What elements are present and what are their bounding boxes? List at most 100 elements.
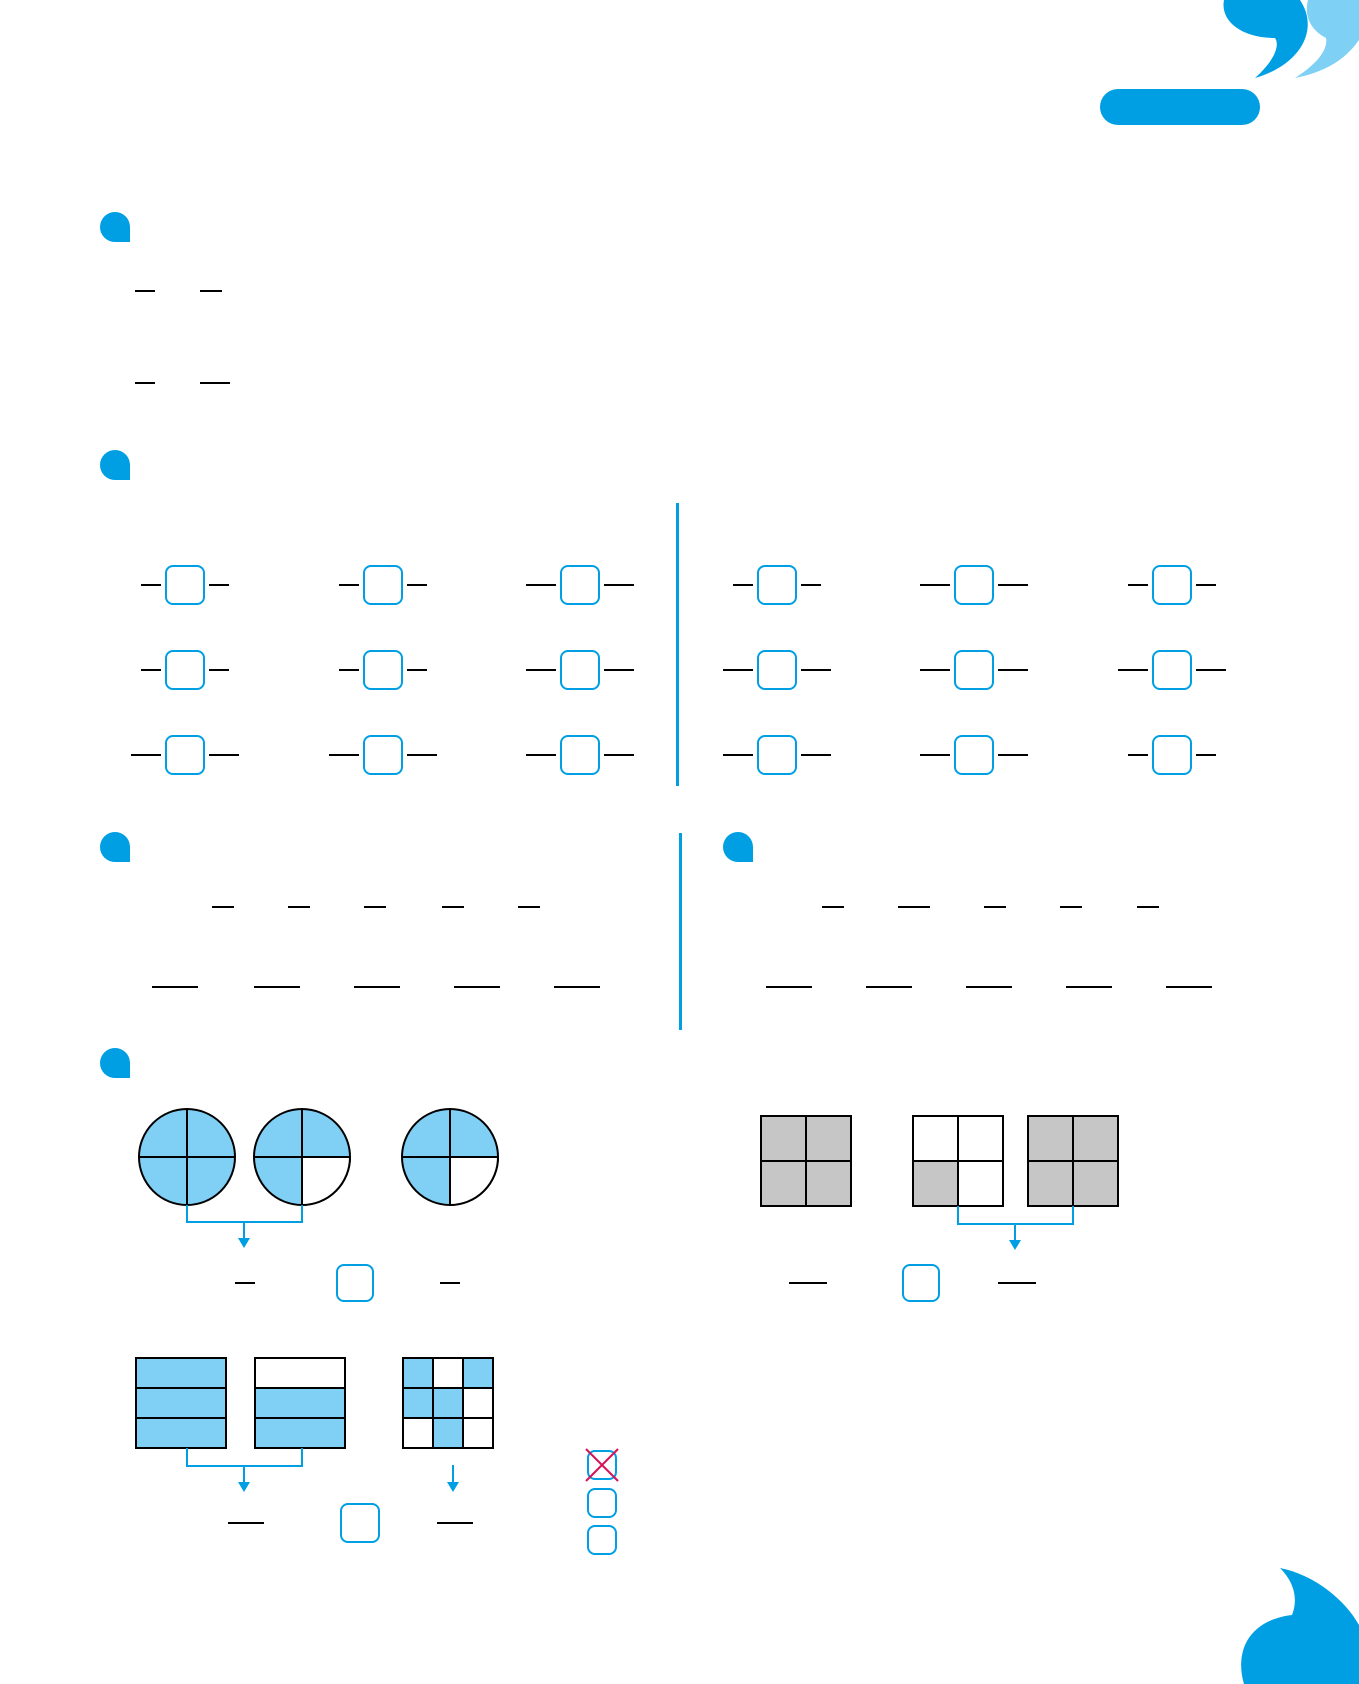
fraction-bar [518,906,540,908]
fraction-bar [998,669,1028,671]
answer-line[interactable] [789,1282,827,1284]
answer-line[interactable] [1166,986,1212,988]
fraction-bar [1128,754,1148,756]
compare-sign-box[interactable] [954,735,994,775]
fraction-bar [339,584,359,586]
striped-rects-figure [135,1357,494,1492]
compare-sign-box[interactable] [363,735,403,775]
fraction-bar [135,382,155,384]
rect-two-thirds [254,1357,346,1449]
compare-sign-box[interactable] [954,650,994,690]
compare-sign-box[interactable] [340,1503,380,1543]
quote-mark-icon [1241,1568,1359,1684]
compare-sign-box[interactable] [560,735,600,775]
fraction-bar [440,1282,460,1284]
choice-checkbox-3[interactable] [587,1525,617,1555]
compare-sign-box[interactable] [1152,650,1192,690]
section-bullet-3 [100,832,130,862]
answer-line[interactable] [454,986,500,988]
fraction-bar [1196,584,1216,586]
fraction-bar [141,669,161,671]
grid-five-ninths [402,1357,494,1449]
rect-whole [135,1357,227,1449]
compare-sign-box[interactable] [363,650,403,690]
fraction-bar [920,754,950,756]
fraction-bar [131,754,161,756]
answer-line[interactable] [554,986,600,988]
compare-sign-box[interactable] [560,650,600,690]
fraction-bar [984,906,1006,908]
choice-checkbox-2[interactable] [587,1488,617,1518]
answer-line[interactable] [437,1522,473,1524]
section-bullet-2 [100,450,130,480]
answer-line[interactable] [152,986,198,988]
square-whole [760,1115,852,1207]
compare-sign-box[interactable] [165,650,205,690]
section-bullet-5 [100,1048,130,1078]
header-pill [1100,89,1260,125]
square-whole [1027,1115,1119,1207]
fraction-bar [209,754,239,756]
section-divider [676,503,679,786]
fraction-bar [141,584,161,586]
fraction-bar [407,669,427,671]
fraction-bar [1128,584,1148,586]
quote-marks-icon [1223,0,1359,78]
answer-line[interactable] [766,986,812,988]
compare-sign-box[interactable] [560,565,600,605]
compare-sign-box[interactable] [902,1264,940,1302]
fraction-bar [998,754,1028,756]
fraction-bar [442,906,464,908]
compare-sign-box[interactable] [336,1264,374,1302]
crossed-checkbox-icon [585,1448,619,1482]
answer-line[interactable] [254,986,300,988]
compare-sign-box[interactable] [757,735,797,775]
compare-sign-box[interactable] [757,565,797,605]
fraction-bar [998,584,1028,586]
section-bullet-1 [100,212,130,242]
answer-line[interactable] [228,1522,264,1524]
answer-line[interactable] [866,986,912,988]
compare-sign-box[interactable] [1152,565,1192,605]
fraction-bar [898,906,930,908]
fraction-bar [1060,906,1082,908]
fraction-bar [1118,669,1148,671]
fraction-bar [209,669,229,671]
fraction-bar [235,1282,255,1284]
fraction-bar [723,669,753,671]
bracket-arrow [957,1206,1074,1250]
fraction-circles-figure [138,1108,500,1248]
gray-squares-figure [760,1115,1119,1250]
fraction-bar [526,754,556,756]
fraction-bar [604,584,634,586]
fraction-bar [920,669,950,671]
fraction-bar [723,754,753,756]
compare-sign-box[interactable] [165,565,205,605]
circle-whole [138,1108,236,1206]
fraction-bar [209,584,229,586]
fraction-bar [200,290,222,292]
compare-sign-box[interactable] [757,650,797,690]
answer-line[interactable] [1066,986,1112,988]
answer-line[interactable] [998,1282,1036,1284]
section-bullet-4 [723,832,753,862]
answer-line[interactable] [966,986,1012,988]
circle-three-quarters [253,1108,352,1207]
fraction-bar [407,584,427,586]
circle-three-quarters [401,1108,500,1207]
compare-sign-box[interactable] [1152,735,1192,775]
fraction-bar [604,754,634,756]
fraction-bar [604,669,634,671]
bracket-arrow [186,1205,303,1248]
fraction-bar [339,669,359,671]
compare-sign-box[interactable] [165,735,205,775]
fraction-bar [1196,754,1216,756]
fraction-bar [407,754,437,756]
fraction-bar [135,290,155,292]
answer-line[interactable] [354,986,400,988]
compare-sign-box[interactable] [954,565,994,605]
fraction-bar [364,906,386,908]
fraction-bar [288,906,310,908]
compare-sign-box[interactable] [363,565,403,605]
fraction-bar [1137,906,1159,908]
